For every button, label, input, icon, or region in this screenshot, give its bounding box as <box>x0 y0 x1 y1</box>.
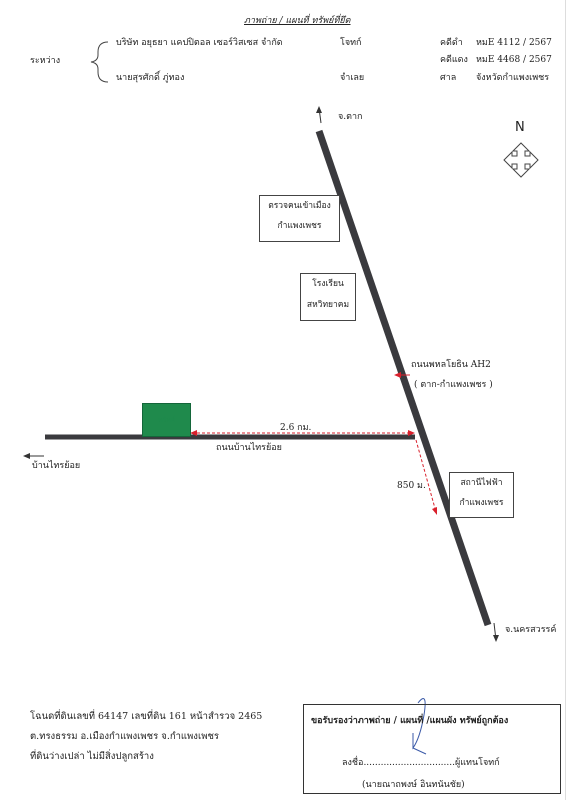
signature-line: ลงชื่อ................................ผู… <box>342 755 500 769</box>
case-red-label: คดีแดง <box>440 55 468 65</box>
direction-top-label: จ.ตาก <box>338 112 363 122</box>
case-black-label: คดีดำ <box>440 38 463 48</box>
highway-road <box>315 129 492 627</box>
brace-icon <box>90 41 109 83</box>
landmark-school: โรงเรียนสหวิทยาคม <box>300 273 356 321</box>
deed-line-3: ที่ดินว่างเปล่า ไม่มีสิ่งปลูกสร้าง <box>30 751 154 762</box>
north-label: N <box>515 120 525 135</box>
cert-title: ขอรับรองว่าภาพถ่าย / แผนที่ /แผนผัง ทรัพ… <box>311 716 509 726</box>
local-road-name: ถนนบ้านไทรย้อย <box>216 443 282 453</box>
signature-mark <box>412 698 427 755</box>
case-red-value: หมE 4468 / 2567 <box>476 55 552 65</box>
plaintiff-role: โจทก์ <box>340 38 362 48</box>
distance-line-diagonal <box>415 439 437 513</box>
certification-box: ขอรับรองว่าภาพถ่าย / แผนที่ /แผนผัง ทรัพ… <box>303 704 561 794</box>
distance-horizontal-label: 2.6 กม. <box>280 423 312 433</box>
court-value: จังหวัดกำแพงเพชร <box>476 73 550 83</box>
deed-line-2: ต.ทรงธรรม อ.เมืองกำแพงเพชร จ.กำแพงเพชร <box>30 731 220 742</box>
highway-name: ถนนพหลโยธิน AH2 <box>411 360 491 370</box>
deed-line-1: โฉนดที่ดินเลขที่ 64147 เลขที่ดิน 161 หน้… <box>30 711 263 722</box>
sign-suffix: ผู้แทนโจทก์ <box>454 758 500 768</box>
signer-name: (นายณาถพงษ์ อินทนันชัย) <box>362 780 465 790</box>
direction-bottom-label: จ.นครสวรรค์ <box>505 625 557 635</box>
compass-icon <box>503 142 539 178</box>
direction-left-label: บ้านไทรย้อย <box>32 461 81 471</box>
document-title: ภาพถ่าย / แผนที่ ทรัพย์ที่ยึด <box>244 16 351 26</box>
case-black-value: หมE 4112 / 2567 <box>476 38 552 48</box>
landmark-immigration: ตรวจคนเข้าเมืองกำแพงเพชร <box>259 195 340 242</box>
highway-route: ( ตาก-กำแพงเพชร ) <box>414 380 493 390</box>
defendant-name: นายสุรศักดิ์ ภู่ทอง <box>116 73 185 83</box>
distance-diagonal-label: 850 ม. <box>397 481 426 491</box>
sign-dots: ................................ <box>363 758 455 768</box>
page-edge <box>565 0 566 800</box>
property-marker: ทรัพย์ <box>142 403 191 437</box>
defendant-role: จำเลย <box>340 73 365 83</box>
between-label: ระหว่าง <box>30 56 61 66</box>
landmark-power-station: สถานีไฟฟ้ากำแพงเพชร <box>449 472 514 518</box>
plaintiff-name: บริษัท อยุธยา แคปปิตอล เซอร์วิสเซส จำกัด <box>116 38 283 48</box>
court-label: ศาล <box>440 73 457 83</box>
sign-prefix: ลงชื่อ <box>342 758 364 768</box>
